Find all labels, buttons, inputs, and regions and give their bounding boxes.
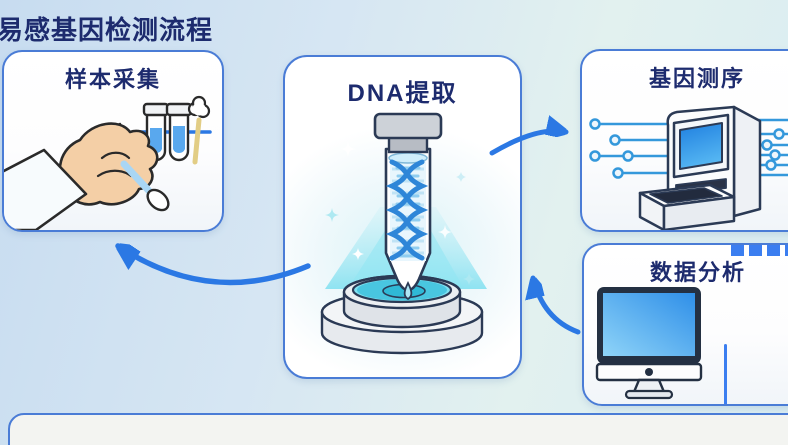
sleeve-cuff <box>4 148 88 230</box>
dna-tube-icon <box>373 112 443 301</box>
sequencer-machine-icon <box>638 105 762 230</box>
panel-sample-label: 样本采集 <box>64 67 161 92</box>
panel-gene-sequencing: 基因测序 <box>580 49 788 232</box>
bottom-panel <box>8 413 788 445</box>
chart-y-axis <box>724 344 727 404</box>
sparkle-icons <box>325 141 475 285</box>
panel-data-analysis: 数据分析 <box>582 243 788 406</box>
sampling-swab-tip <box>120 160 170 212</box>
test-tube-icon <box>165 102 193 162</box>
chart-bar <box>767 245 780 256</box>
panel-dna-extraction: DNA提取 <box>283 55 522 379</box>
chart-bar <box>731 245 744 256</box>
chart-bar <box>785 245 788 256</box>
gene-sequencer-illustration <box>589 105 788 230</box>
monitor-icon <box>595 287 703 400</box>
hand-icon <box>4 122 159 230</box>
dna-extraction-illustration <box>320 112 487 355</box>
panel-sample-collection: 样本采集 <box>2 50 224 232</box>
circuit-lines-right <box>752 118 788 177</box>
cotton-swab-icon <box>187 95 211 165</box>
arrow-to-sample <box>118 246 311 286</box>
dna-helix-icon <box>385 159 429 261</box>
panel-dna-label: DNA提取 <box>347 80 458 107</box>
panel-analysis-label: 数据分析 <box>649 260 746 285</box>
panel-sequencing-label: 基因测序 <box>648 66 745 91</box>
chart-bars <box>731 245 788 256</box>
arrow-to-dna <box>533 275 581 335</box>
liquid-drop <box>403 280 413 301</box>
chart-bar <box>749 245 762 256</box>
page-title: 易感基因检测流程 <box>0 15 214 45</box>
sample-collection-illustration <box>4 95 212 230</box>
circuit-lines-left <box>589 118 678 179</box>
